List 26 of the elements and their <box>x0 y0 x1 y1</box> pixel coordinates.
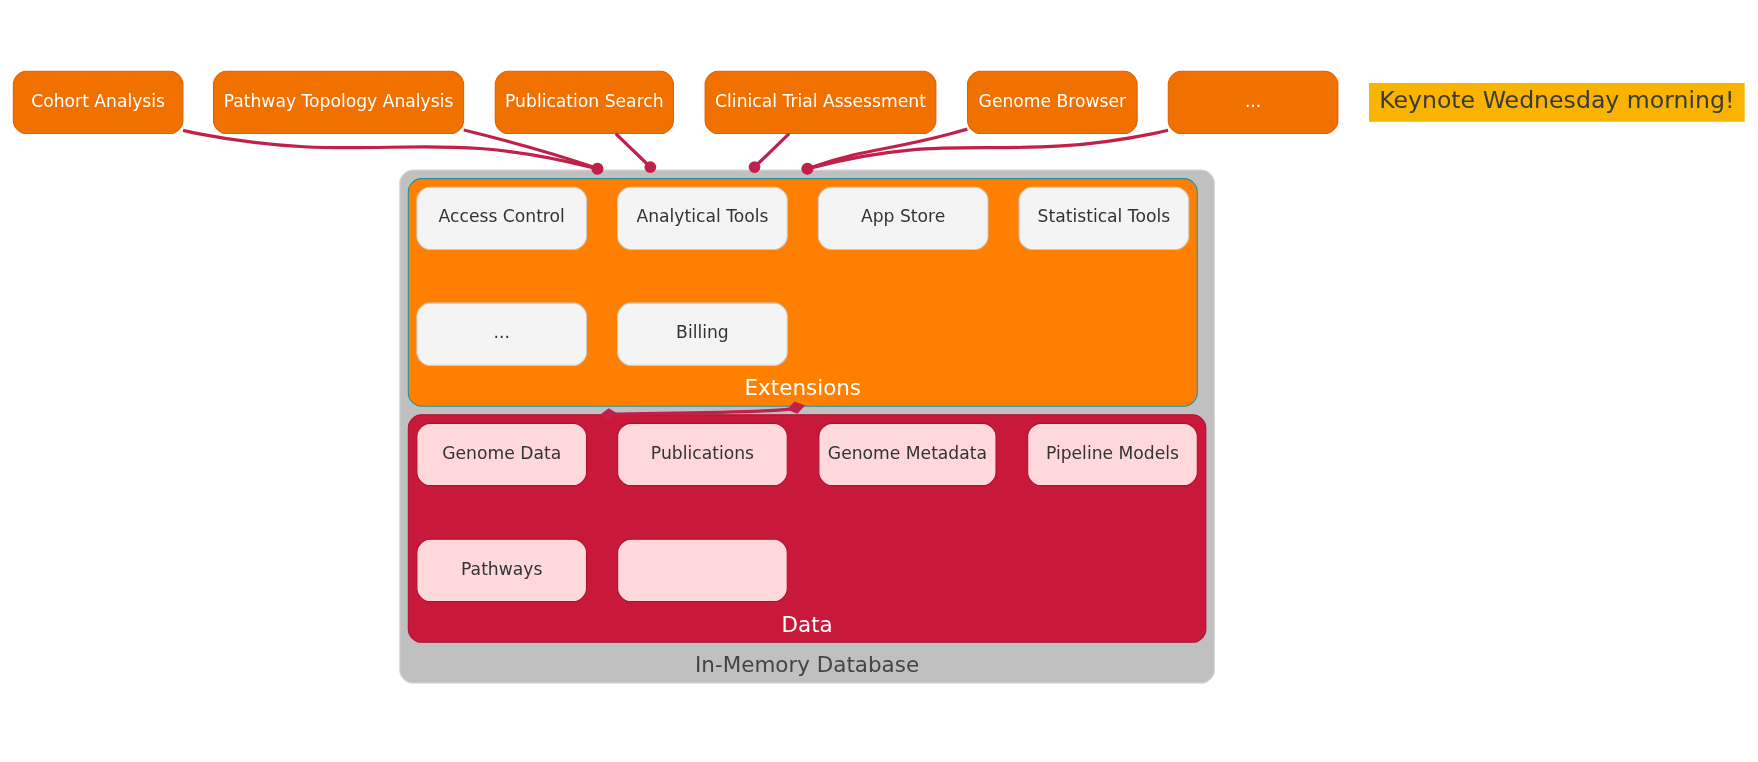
node-box: Publication Search <box>494 70 674 134</box>
node-box: Cohort Analysis <box>12 70 184 134</box>
node-box: Genome Browser <box>967 70 1138 134</box>
connector <box>599 401 806 421</box>
node-box: Pathways <box>416 538 588 602</box>
node-box: Clinical Trial Assessment <box>704 70 937 134</box>
connector <box>463 127 604 174</box>
connector <box>614 132 657 173</box>
node-box: ... <box>416 302 588 366</box>
connector <box>182 128 604 175</box>
connector <box>801 127 968 175</box>
node-box: App Store <box>817 186 989 250</box>
node-box: Pipeline Models <box>1027 422 1198 486</box>
node-box: ... <box>1167 70 1339 134</box>
node-box: Billing <box>617 302 788 366</box>
label: Keynote Wednesday morning! <box>1379 85 1735 114</box>
node-box: Genome Metadata <box>818 422 997 486</box>
node-box: Statistical Tools <box>1018 186 1190 250</box>
node-box: Analytical Tools <box>617 186 788 250</box>
node-box: Pathway Topology Analysis <box>212 70 465 134</box>
node-box: Publications <box>617 422 788 486</box>
node-box: Access Control <box>416 186 588 250</box>
connector <box>801 128 1169 175</box>
connector <box>748 132 791 173</box>
node-box <box>617 538 788 602</box>
node-box: Genome Data <box>416 422 588 486</box>
